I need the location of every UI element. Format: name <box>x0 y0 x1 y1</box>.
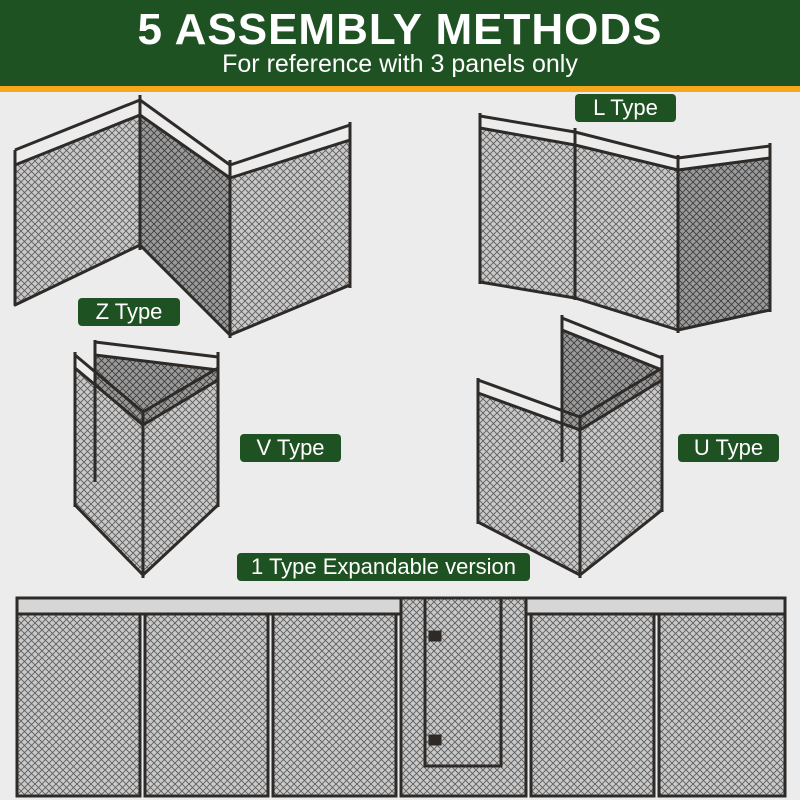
l-type-label: L Type <box>575 94 676 122</box>
v-type-fence <box>73 340 220 578</box>
header-accent-stripe <box>0 86 800 92</box>
i-type-label: 1 Type Expandable version <box>237 553 530 581</box>
page-title: 5 ASSEMBLY METHODS <box>137 5 663 54</box>
u-type-fence <box>476 315 664 578</box>
v-type-label: V Type <box>240 434 341 462</box>
header-banner <box>0 0 800 86</box>
i-type-fence <box>15 596 787 798</box>
z-type-label: Z Type <box>78 298 180 326</box>
l-type-fence <box>478 113 772 333</box>
page-subtitle: For reference with 3 panels only <box>222 50 578 78</box>
u-type-label: U Type <box>678 434 779 462</box>
z-type-fence <box>13 95 352 338</box>
